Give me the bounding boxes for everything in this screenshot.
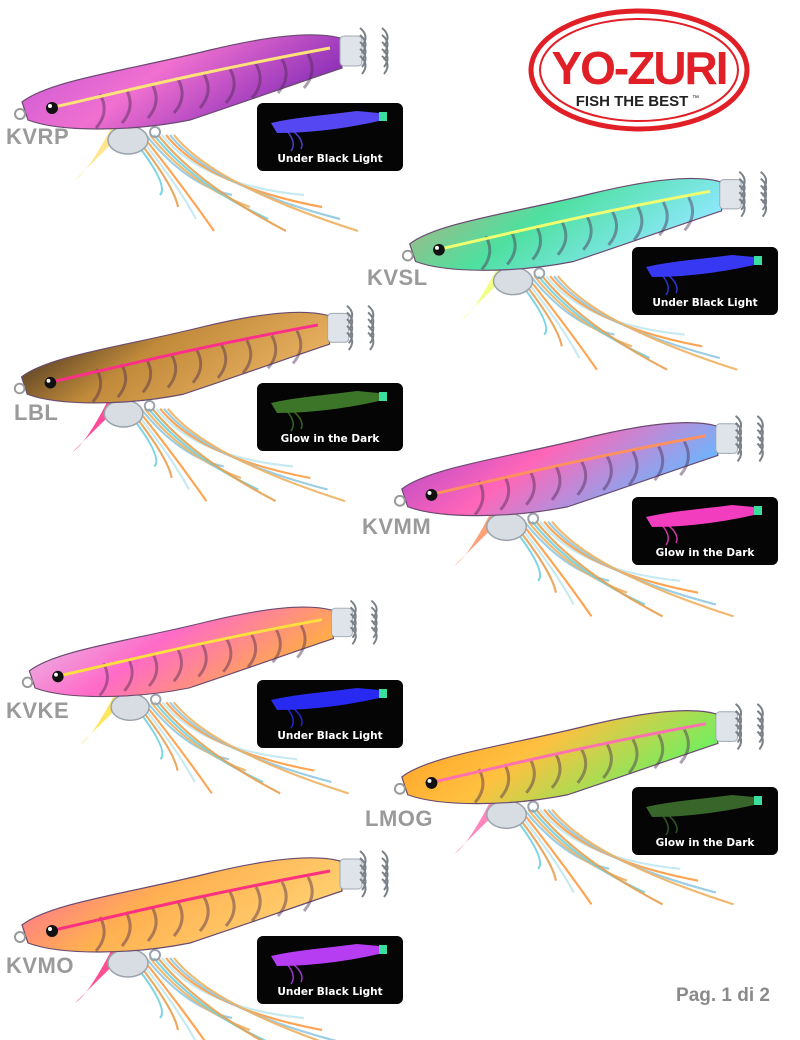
effect-inset: Glow in the Dark <box>632 497 778 565</box>
effect-caption: Under Black Light <box>652 297 758 309</box>
lure-image <box>21 599 378 795</box>
lure-item-kvke <box>0 585 410 815</box>
lure-image <box>393 415 764 618</box>
effect-image <box>646 795 762 836</box>
lure-image <box>14 850 389 1040</box>
effect-image <box>271 391 387 432</box>
effect-image <box>271 688 387 729</box>
lure-image <box>401 171 768 371</box>
lure-image <box>393 703 764 906</box>
effect-inset: Glow in the Dark <box>632 787 778 855</box>
effect-caption: Under Black Light <box>277 730 383 742</box>
effect-inset: Under Black Light <box>632 247 778 315</box>
lure-item-lbl <box>0 290 410 520</box>
effect-caption: Under Black Light <box>277 153 383 165</box>
lure-item-kvmo <box>0 835 420 1040</box>
effect-image <box>271 111 387 152</box>
lure-code: KVSL <box>367 265 428 290</box>
logo-tagline: FISH THE BEST <box>576 93 689 110</box>
effect-caption: Glow in the Dark <box>655 837 755 849</box>
effect-image <box>271 944 387 985</box>
logo-brand-name: YO-ZURI <box>551 42 726 94</box>
effect-image <box>646 505 762 546</box>
lure-item-lmog <box>385 690 800 920</box>
lure-code: KVMM <box>362 514 432 539</box>
lure-code: KVRP <box>6 124 70 149</box>
lure-code: LBL <box>14 400 59 425</box>
lure-code: LMOG <box>365 806 433 831</box>
lure-code: KVKE <box>6 698 70 723</box>
effect-inset: Under Black Light <box>257 680 403 748</box>
logo-ellipse: YO-ZURI FISH THE BEST ™ <box>528 8 750 132</box>
effect-image <box>646 255 762 296</box>
lure-image <box>13 304 375 503</box>
effect-inset: Under Black Light <box>257 103 403 171</box>
effect-inset: Under Black Light <box>257 936 403 1004</box>
lure-code: KVMO <box>6 953 74 978</box>
effect-caption: Glow in the Dark <box>655 547 755 559</box>
lure-item-kvmm <box>385 400 800 630</box>
lure-item-kvrp <box>0 0 420 240</box>
effect-caption: Glow in the Dark <box>280 433 380 445</box>
effect-caption: Under Black Light <box>277 986 383 998</box>
logo-trademark: ™ <box>692 95 699 102</box>
lure-image <box>14 27 389 233</box>
effect-inset: Glow in the Dark <box>257 383 403 451</box>
page-number: Pag. 1 di 2 <box>676 985 770 1006</box>
lure-item-kvsl <box>390 150 800 371</box>
yozuri-logo: YO-ZURI FISH THE BEST ™ <box>528 8 750 132</box>
